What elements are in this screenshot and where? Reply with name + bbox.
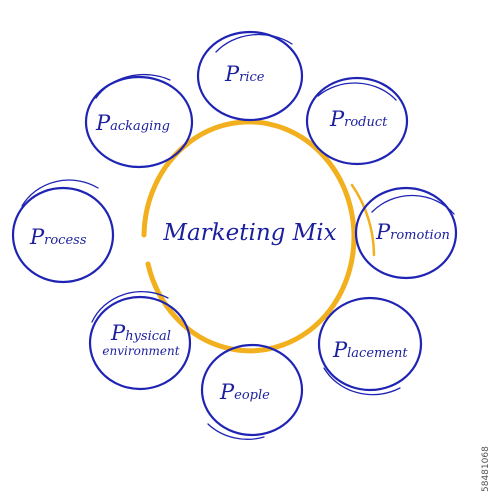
node-label-price: Price <box>225 62 265 86</box>
node-ring-process <box>11 179 115 284</box>
node-ring-promotion <box>354 186 458 280</box>
node-label-promotion: Promotion <box>376 220 450 244</box>
node-ring-physical-environment <box>88 291 192 391</box>
stock-image-id: 58481068 <box>481 446 491 492</box>
node-initial: P <box>96 111 111 135</box>
node-label-packaging: Packaging <box>96 111 170 135</box>
node-ring-product <box>305 76 409 166</box>
node-text: eople <box>234 388 270 403</box>
node-initial: P <box>30 225 45 249</box>
node-text: rice <box>239 70 265 85</box>
node-ring-people <box>200 343 304 440</box>
node-ring-packaging <box>84 73 194 169</box>
node-ring-placement <box>317 296 423 396</box>
node-text: romotion <box>390 228 450 243</box>
node-text: rocess <box>44 233 87 248</box>
node-initial: P <box>330 107 345 131</box>
node-line-2: environment <box>102 344 180 359</box>
node-ring-price <box>196 30 304 122</box>
node-label-product: Product <box>330 107 388 131</box>
node-text: roduct <box>344 115 388 130</box>
node-initial: P <box>111 321 126 345</box>
node-label-process: Process <box>30 225 87 249</box>
node-line-1: Physical <box>96 321 186 345</box>
node-label-people: People <box>220 380 270 404</box>
node-text: hysical <box>125 329 171 344</box>
node-initial: P <box>333 338 348 362</box>
node-text: ackaging <box>110 119 170 134</box>
node-initial: P <box>225 62 240 86</box>
node-text: lacement <box>347 346 408 361</box>
node-label-physical-environment: Physical environment <box>96 321 186 359</box>
center-ring <box>141 119 376 354</box>
node-initial: P <box>376 220 391 244</box>
node-label-placement: Placement <box>333 338 408 362</box>
center-title: Marketing Mix <box>163 220 337 246</box>
node-initial: P <box>220 380 235 404</box>
